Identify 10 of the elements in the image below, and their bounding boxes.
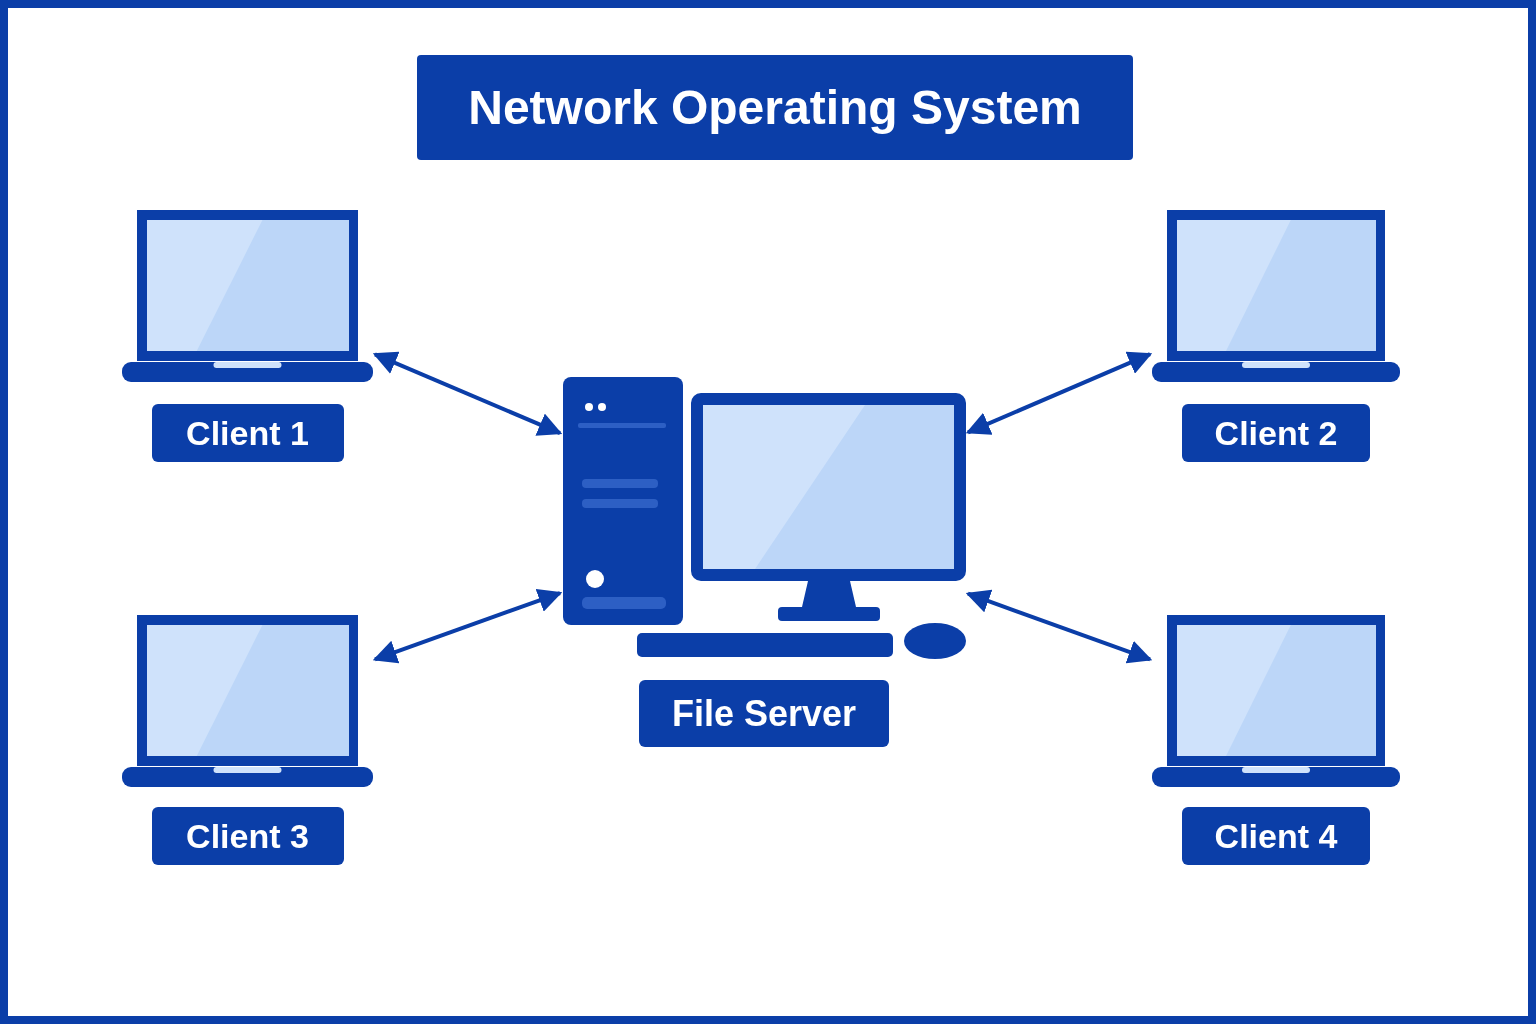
device-label: Client 4	[1182, 807, 1370, 865]
double-arrow	[372, 351, 563, 436]
device-label: File Server	[639, 680, 889, 747]
device-label: Client 2	[1182, 404, 1370, 462]
device-label: Client 3	[151, 807, 344, 865]
double-arrow	[372, 589, 563, 664]
double-arrow	[965, 351, 1153, 435]
title-banner: Network Operating System	[417, 55, 1133, 160]
device-label: Client 1	[151, 404, 344, 462]
double-arrow	[965, 589, 1153, 664]
